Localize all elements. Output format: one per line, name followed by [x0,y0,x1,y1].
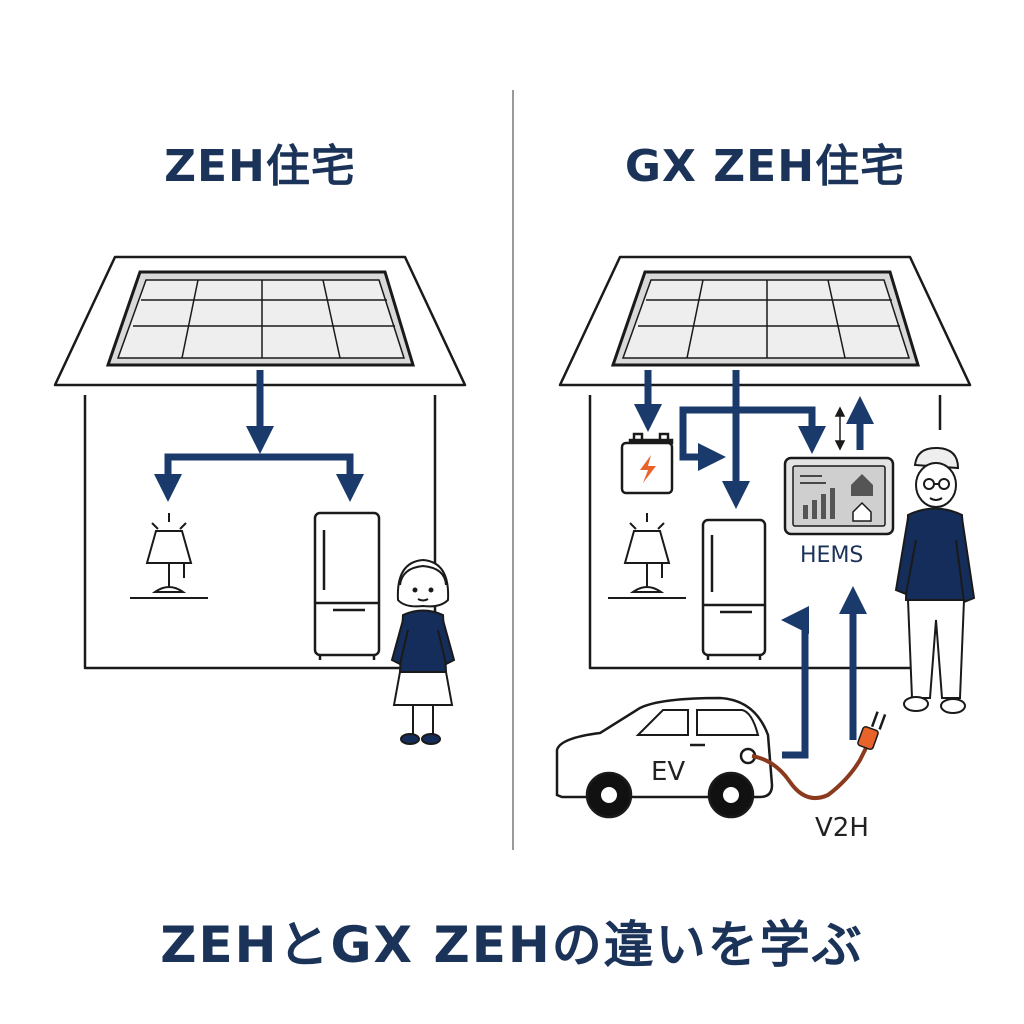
panel-divider [512,90,514,850]
footer-title: ZEHとGX ZEHの違いを学ぶ [160,916,864,974]
right-refrigerator-icon [701,518,767,660]
left-panel-title: ZEH住宅 [164,141,356,192]
charging-plug-icon [751,711,887,800]
left-house-walls [83,395,437,670]
battery-icon [620,432,674,495]
ev-label: EV [651,757,686,787]
left-lamp-icon [130,513,208,599]
left-energy-arrows [154,370,364,502]
hems-label: HEMS [800,543,864,568]
left-solar-panel-icon [105,270,416,367]
right-lamp-icon [608,513,686,599]
elderly-man-figure [894,446,976,714]
left-refrigerator-icon [313,511,381,660]
right-solar-panel-icon [610,270,921,367]
v2h-label: V2H [815,813,869,843]
hems-monitor-icon [783,456,895,536]
girl-figure [390,558,456,745]
hems-exchange-arrow [834,406,846,451]
right-panel-title: GX ZEH住宅 [624,141,906,192]
ev-car-icon [555,696,774,819]
right-energy-arrows [634,370,874,759]
